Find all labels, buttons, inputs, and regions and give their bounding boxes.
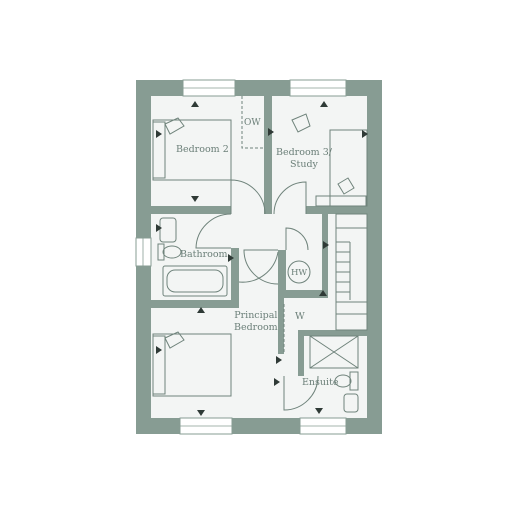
label-w-cupboard: W — [295, 311, 305, 322]
label-bedroom-3: Bedroom 3/ Study — [276, 147, 332, 171]
label-ensuite: Ensuite — [302, 377, 339, 388]
label-bathroom: Bathroom — [180, 249, 228, 260]
label-bedroom-2: Bedroom 2 — [176, 144, 229, 155]
window-bathroom — [135, 237, 152, 267]
doors-and-fittings — [152, 96, 368, 413]
label-ow-cupboard: OW — [244, 118, 261, 128]
label-bedroom-3-line2: Study — [290, 159, 318, 170]
label-hw: HW — [291, 268, 308, 278]
interior-floor — [151, 96, 367, 418]
label-principal-bedroom: Principal Bedroom — [234, 310, 278, 334]
label-bedroom-3-line1: Bedroom 3/ — [276, 147, 332, 158]
direction-markers — [156, 101, 368, 416]
interior-walls — [151, 96, 367, 376]
label-principal-line2: Bedroom — [234, 322, 278, 333]
label-principal-line1: Principal — [234, 310, 278, 321]
